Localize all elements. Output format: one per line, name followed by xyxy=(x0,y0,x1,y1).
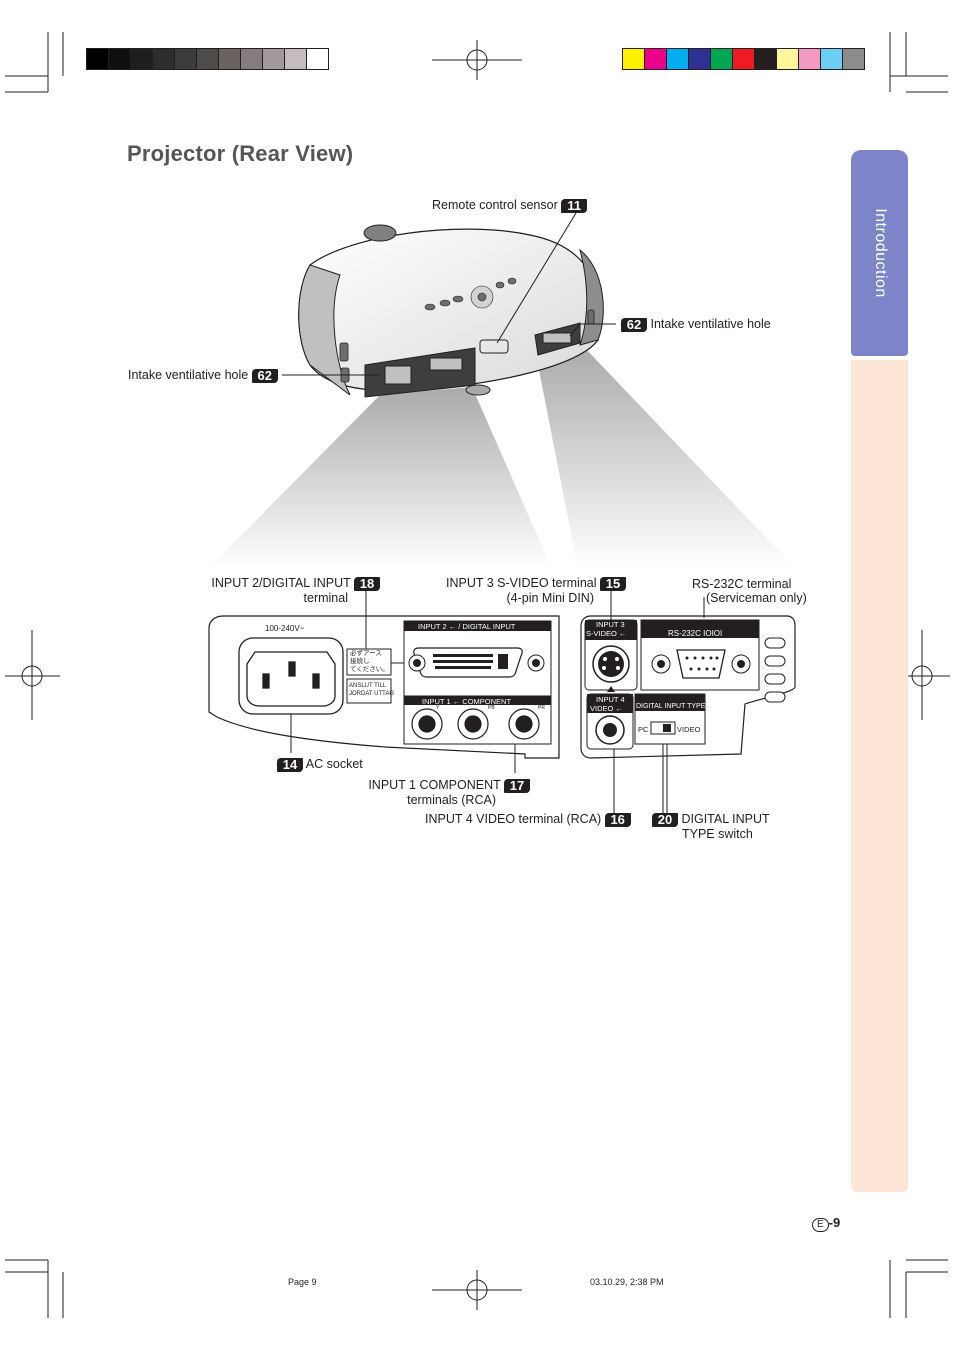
voltage-label: 100-240V~ xyxy=(265,624,305,633)
footer-timestamp: 03.10.29, 2:38 PM xyxy=(590,1277,664,1287)
colorbar-swatch xyxy=(732,49,754,69)
ref-badge: 15 xyxy=(600,576,626,591)
callout-input1: INPUT 1 COMPONENT 17 terminals (RCA) xyxy=(340,778,530,807)
graybar-swatch xyxy=(306,49,328,69)
ref-badge: 20 xyxy=(652,812,678,827)
ref-badge: 16 xyxy=(604,812,631,827)
graybar-swatch xyxy=(152,49,174,69)
graybar-swatch xyxy=(284,49,306,69)
graybar-swatch xyxy=(262,49,284,69)
graybar-swatch xyxy=(218,49,240,69)
ref-badge: 14 xyxy=(277,757,303,772)
earth-notice-jp: 必ずアース接続してください。 xyxy=(350,650,389,673)
colorbar-swatch xyxy=(820,49,842,69)
switch-video-label: VIDEO xyxy=(677,725,701,734)
callout-input2: INPUT 2/DIGITAL INPUT 18 terminal xyxy=(208,576,380,605)
ref-badge: 62 xyxy=(251,368,278,383)
callout-rs232c: RS-232C terminal (Serviceman only) xyxy=(692,577,807,605)
rear-panel xyxy=(208,615,796,759)
graybar-swatch xyxy=(130,49,152,69)
colorbar-swatch xyxy=(842,49,864,69)
graybar-swatch xyxy=(196,49,218,69)
colorbar-swatch xyxy=(798,49,820,69)
ac-socket xyxy=(238,637,344,715)
switch-pc-label: PC xyxy=(638,725,649,734)
rs232c-header: RS-232C IOIOI xyxy=(668,629,723,638)
colorbar-swatch xyxy=(666,49,688,69)
graybar-swatch xyxy=(240,49,262,69)
page-title: Projector (Rear View) xyxy=(127,141,354,166)
colorbar-swatch xyxy=(688,49,710,69)
graybar-swatch xyxy=(108,49,130,69)
footer-page: Page 9 xyxy=(288,1277,317,1287)
graybar-swatch xyxy=(174,49,196,69)
graybar-swatch xyxy=(87,49,108,69)
ref-badge: 11 xyxy=(561,198,588,213)
comp-pr-label: PR xyxy=(538,705,545,711)
side-band xyxy=(851,360,908,1192)
callout-intake-left: Intake ventilative hole 62 xyxy=(128,368,278,383)
colorbar-swatch xyxy=(776,49,798,69)
ref-badge: 18 xyxy=(354,576,380,591)
callout-remote-sensor: Remote control sensor 11 xyxy=(432,198,588,213)
grayscale-bar xyxy=(86,48,329,70)
callout-intake-right: 62 Intake ventilative hole xyxy=(621,317,771,332)
colorbar-swatch xyxy=(754,49,776,69)
comp-pb-label: PB xyxy=(488,705,495,711)
colorbar-swatch xyxy=(710,49,732,69)
callout-ac-socket: 14 AC socket xyxy=(277,757,363,772)
input1-header: INPUT 1 ← COMPONENT xyxy=(422,697,512,706)
callout-input3: INPUT 3 S-VIDEO terminal 15 (4-pin Mini … xyxy=(440,576,626,605)
ref-badge: 62 xyxy=(621,317,647,332)
input2-header: INPUT 2 ← / DIGITAL INPUT xyxy=(418,622,516,631)
projector-illustration xyxy=(208,224,796,569)
colorbar-swatch xyxy=(644,49,666,69)
ref-badge: 17 xyxy=(504,778,530,793)
comp-y-label: Y xyxy=(436,705,440,711)
color-bar xyxy=(622,48,865,70)
callout-input4: INPUT 4 VIDEO terminal (RCA) 16 xyxy=(425,812,631,827)
page-number: E-9 xyxy=(812,1215,840,1232)
callout-digital-type: 20 DIGITAL INPUT TYPE switch xyxy=(652,812,770,841)
colorbar-swatch xyxy=(623,49,644,69)
side-tab-introduction[interactable] xyxy=(851,150,908,356)
digital-type-header: DIGITAL INPUT TYPE xyxy=(636,703,706,710)
